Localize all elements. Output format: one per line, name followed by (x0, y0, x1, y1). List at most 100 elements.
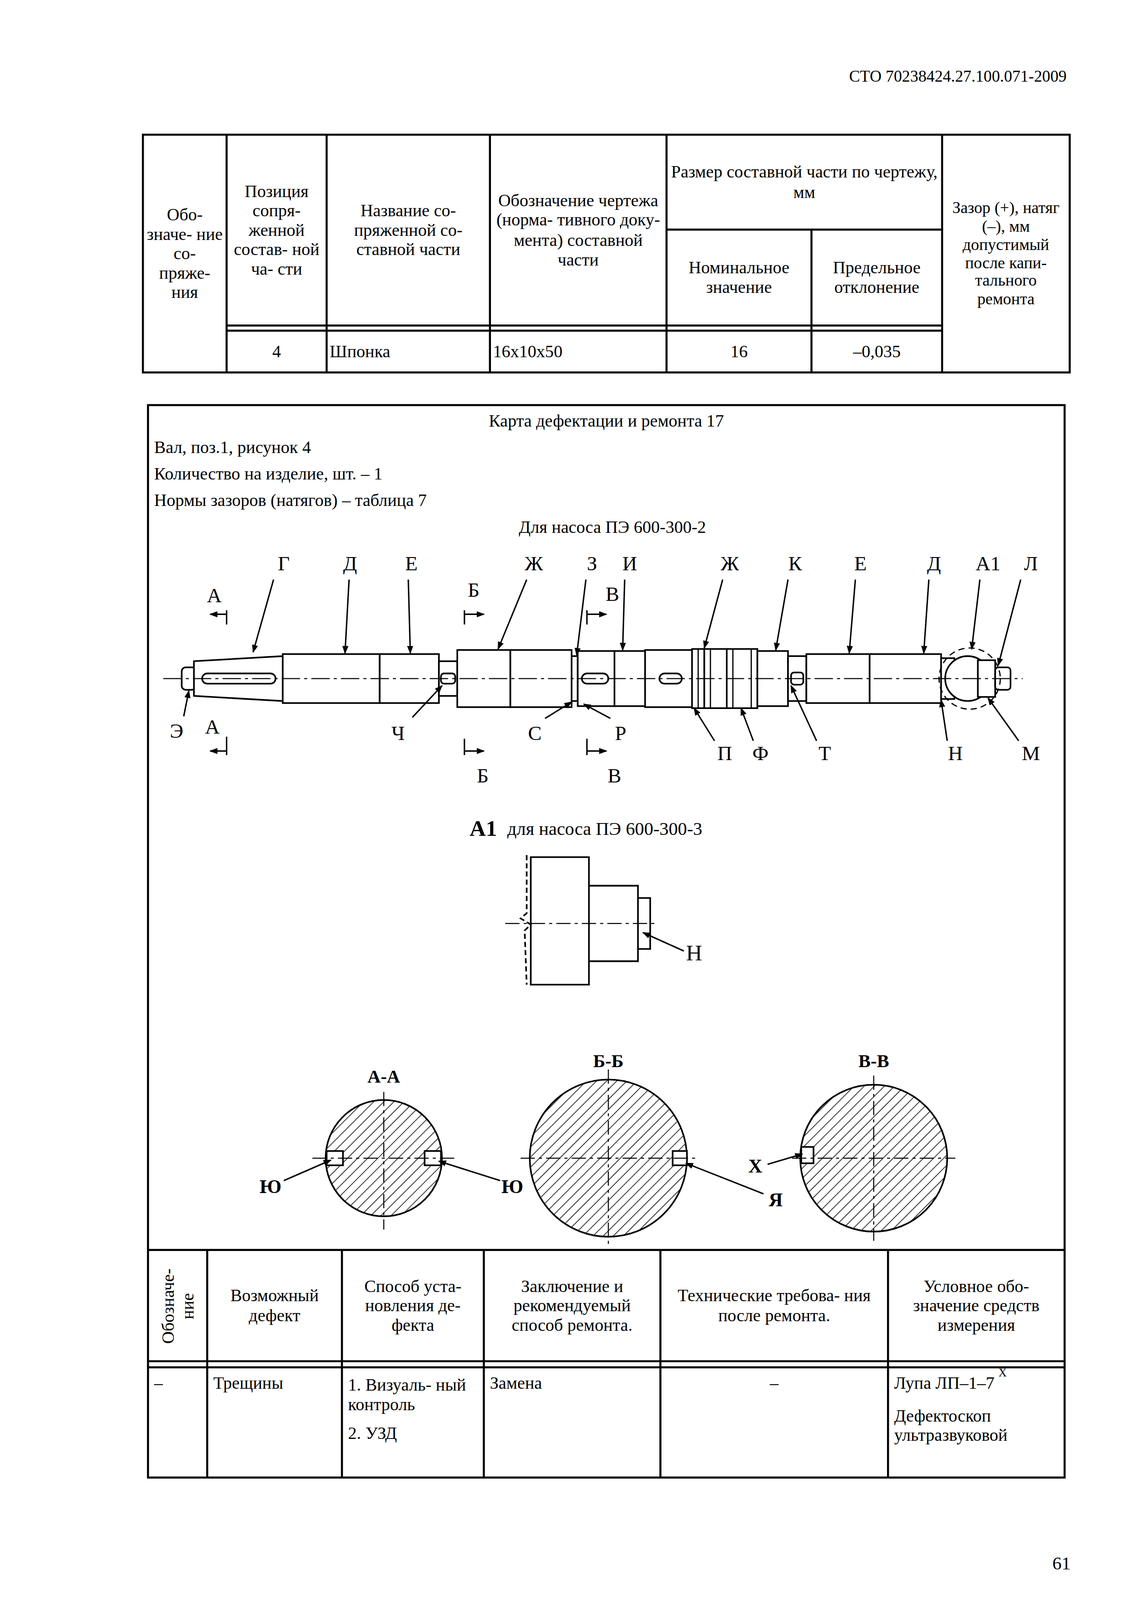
drawing-line (693, 708, 715, 741)
drawing-line (923, 579, 929, 653)
drawing-line (408, 579, 411, 653)
callout-letter: Д (920, 550, 948, 577)
card-note: Вал, поз.1, рисунок 4 (151, 434, 817, 462)
table-cell: 16х10х50 (490, 330, 667, 373)
drawing-line (666, 228, 943, 231)
callout-letter: Б (460, 576, 487, 604)
drawing-line (665, 134, 668, 373)
card-title: Карта дефектации и ремонта 17 (147, 408, 1065, 435)
drawing-line (147, 1366, 1065, 1369)
drawing-line (576, 579, 586, 656)
table-cell: Название со- пряженной со- ставной части (326, 134, 491, 326)
table-cell: – (151, 1369, 204, 1399)
drawing-g (142, 134, 1070, 1478)
detail-caption: А1 (428, 814, 501, 844)
drawing-line (226, 324, 943, 327)
drawing-line (586, 613, 607, 616)
callout-letter: Х (741, 1152, 769, 1180)
drawing-line (740, 708, 754, 741)
table-cell: Возможный дефект (207, 1250, 342, 1362)
drawing-line (253, 579, 274, 653)
drawing-line (438, 1161, 501, 1181)
callout-letter: Ю (499, 1173, 526, 1200)
drawing-g (505, 855, 684, 985)
callout-letter: Р (607, 719, 634, 746)
callout-letter: И (616, 550, 643, 577)
drawing-path (520, 855, 531, 985)
drawing-line (767, 1154, 803, 1165)
callout-letter: Е (397, 550, 425, 577)
drawing-line (344, 579, 350, 653)
drawing-line (775, 579, 788, 650)
drawing-line (849, 579, 856, 653)
section-title: А-А (347, 1063, 421, 1091)
drawing-g (312, 1069, 956, 1247)
table-cell: Номинальное значение (666, 229, 812, 326)
callout-letter: Н (680, 939, 708, 967)
drawing-line (225, 134, 228, 373)
drawing-line (584, 704, 611, 719)
drawing-g (183, 579, 1021, 756)
callout-letter: Ф (747, 740, 774, 767)
drawing-line (622, 579, 625, 650)
drawing-line (383, 1091, 385, 1230)
table-cell: Обозначе- ние (147, 1250, 208, 1362)
table-cell: Позиция сопря- женной состав- ной ча- ст… (226, 134, 327, 326)
drawing-line (325, 134, 328, 373)
drawing-line (545, 702, 572, 719)
drawing-line (206, 1250, 209, 1478)
callout-letter: Е (847, 550, 874, 577)
drawing-g (283, 1154, 803, 1195)
drawing-line (810, 229, 813, 373)
callout-letter: Н (942, 740, 969, 767)
drawing-line (886, 1250, 889, 1478)
table-cell: Обо- значе- ние со- пряже- ния (142, 134, 227, 373)
drawing-line (163, 678, 1023, 679)
table-cell: Лупа ЛП–1–7 (891, 1369, 1031, 1399)
drawing-line (586, 750, 607, 752)
page-number: 61 (1010, 1549, 1075, 1578)
drawing-line (312, 1157, 456, 1159)
table-cell: – (660, 1369, 888, 1399)
drawing-line (412, 685, 443, 718)
drawing-line (642, 932, 684, 951)
page-header: СТО 70238424.27.100.071-2009 (714, 63, 1070, 90)
drawing-line (482, 1250, 485, 1478)
card-note: Количество на изделие, шт. – 1 (151, 461, 817, 488)
drawing-line (791, 685, 817, 741)
drawing-line (340, 1250, 343, 1478)
callout-letter: Ж (716, 550, 743, 577)
table-cell: Обозначение чертежа (норма- тивного доку… (490, 134, 667, 326)
section-title: Б-Б (571, 1048, 646, 1075)
callout-letter: А (198, 713, 226, 740)
drawing-line (226, 329, 943, 332)
drawing-line (225, 736, 228, 756)
drawing-line (283, 1160, 331, 1181)
table-cell: Зазор (+), натяг (–), мм допустимый посл… (942, 134, 1070, 373)
drawing-line (463, 738, 465, 756)
card-note: Нормы зазоров (натягов) – таблица 7 (151, 487, 817, 515)
table-cell: Шпонка (326, 330, 491, 373)
callout-letter: Л (1017, 550, 1044, 577)
drawing-rect (801, 1147, 814, 1164)
callout-letter: З (578, 550, 606, 577)
callout-letter: Я (762, 1186, 789, 1214)
callout-letter: Д (336, 550, 364, 577)
drawing-line (659, 1250, 662, 1478)
detail-caption: для насоса ПЭ 600-300-3 (504, 814, 817, 844)
table-cell: Х (995, 1365, 1013, 1380)
table-cell: Условное обо- значение средств измерения (887, 1250, 1065, 1362)
table-cell: Предельное отклонение (811, 229, 942, 326)
drawing-line (463, 610, 465, 625)
callout-letter: В (601, 762, 628, 789)
card-note: Для насоса ПЭ 600-300-2 (408, 514, 817, 541)
callout-letter: Ж (520, 550, 548, 577)
table-cell: 1. Визуаль- ный контроль (344, 1369, 484, 1421)
callout-letter: М (1017, 740, 1044, 767)
drawing-line (498, 579, 527, 649)
drawing-line (586, 610, 588, 625)
drawing-line (489, 134, 491, 373)
table-cell: –0,035 (811, 330, 942, 373)
section-title: В-В (836, 1048, 911, 1075)
drawing-line (704, 579, 723, 648)
